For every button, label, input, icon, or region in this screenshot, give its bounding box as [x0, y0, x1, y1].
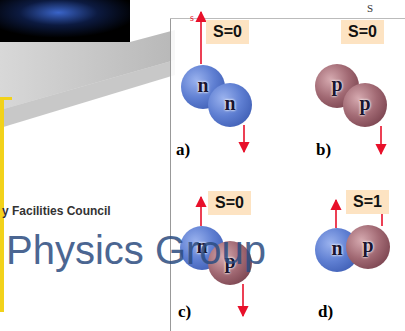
spin-value: S=0 [215, 194, 244, 211]
spin-label-box: S=0 [206, 20, 249, 44]
panel-border [170, 18, 405, 19]
panel-letter: c) [178, 302, 191, 322]
spin-down-arrow [380, 126, 382, 154]
grey-stripe [0, 60, 175, 128]
spin-down-arrow [243, 125, 245, 152]
neutron-sphere: n [208, 83, 252, 127]
spin-up-arrow [200, 12, 202, 64]
spin-up-arrow [200, 197, 202, 226]
spin-value: S=0 [213, 23, 242, 40]
spin-symbol: s [190, 12, 194, 23]
spin-up-arrow [335, 200, 337, 228]
panel-border [170, 18, 171, 331]
spin-label-box: S=0 [208, 191, 251, 215]
yellow-tick [0, 97, 12, 100]
panel-letter: a) [176, 140, 190, 160]
proton-sphere: p [346, 225, 390, 269]
corner-letter: S [367, 2, 373, 14]
banner-title: Physics Group [6, 228, 266, 273]
figure-panel [170, 18, 405, 331]
spin-label-box: S=0 [341, 20, 384, 44]
particle-letter: p [331, 73, 342, 96]
panel-letter: d) [318, 302, 333, 322]
particle-letter: p [362, 234, 373, 257]
spin-label-box: S=1 [346, 190, 389, 214]
particle-letter: n [331, 237, 342, 260]
spin-down-arrow [242, 284, 244, 316]
space-image [0, 0, 130, 42]
particle-letter: n [197, 74, 208, 97]
banner-text: y Facilities Council [2, 204, 111, 218]
particle-letter: n [224, 92, 235, 115]
particle-letter: p [359, 92, 370, 115]
spin-value: S=0 [348, 23, 377, 40]
panel-letter: b) [316, 140, 331, 160]
proton-sphere: p [343, 83, 387, 127]
spin-value: S=1 [353, 193, 382, 210]
